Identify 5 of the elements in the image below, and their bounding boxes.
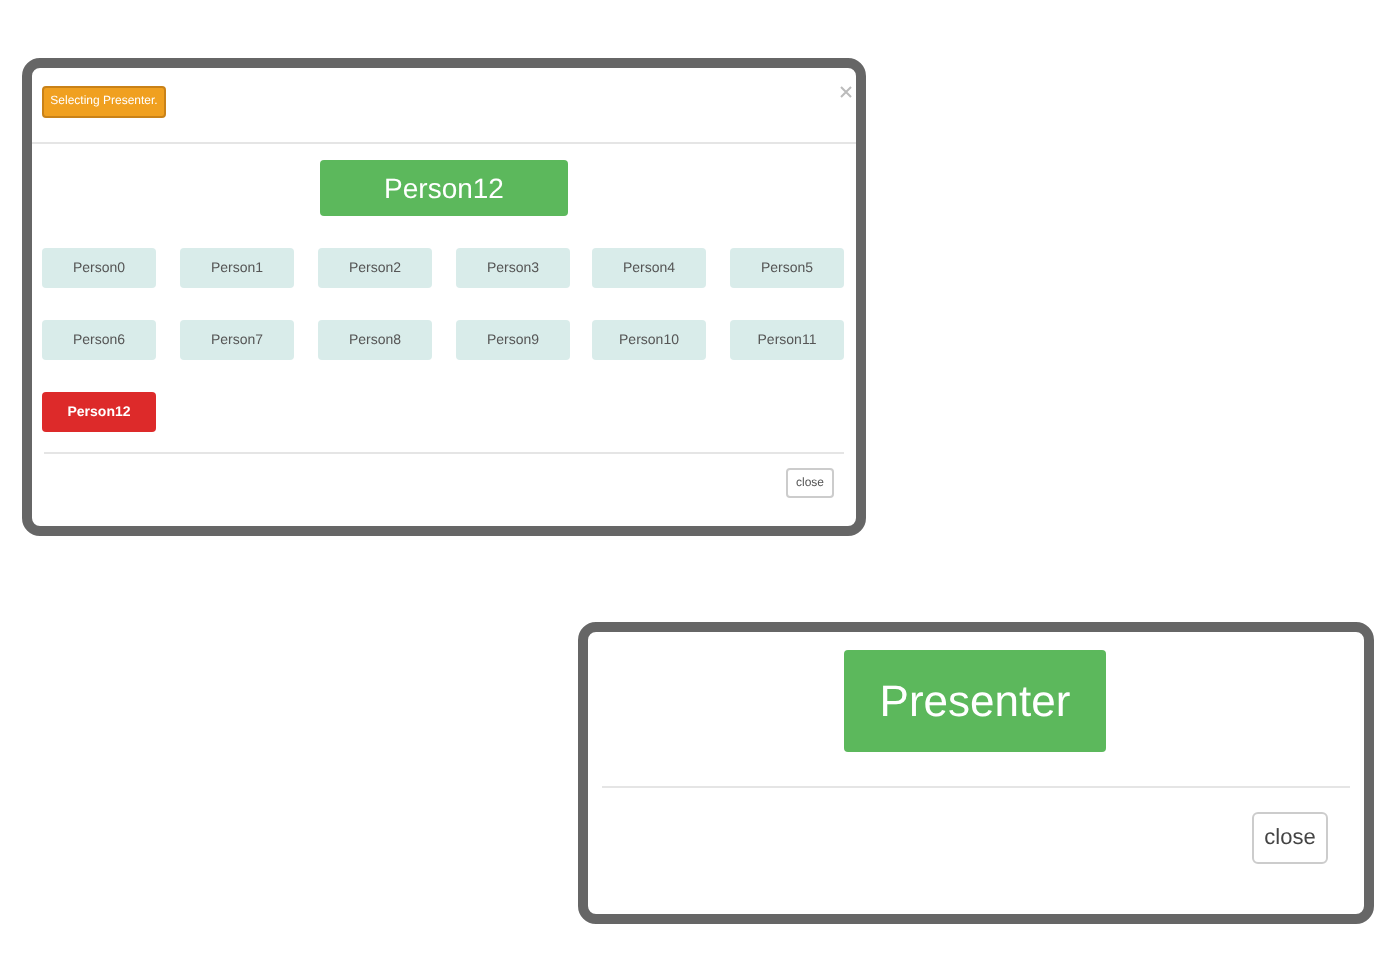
presenter-banner: Presenter <box>844 650 1106 752</box>
close-button: close <box>1252 812 1328 864</box>
dialog-window <box>578 622 1374 924</box>
presenter-banner: Person12 <box>320 160 568 216</box>
dialog-window <box>22 58 866 536</box>
